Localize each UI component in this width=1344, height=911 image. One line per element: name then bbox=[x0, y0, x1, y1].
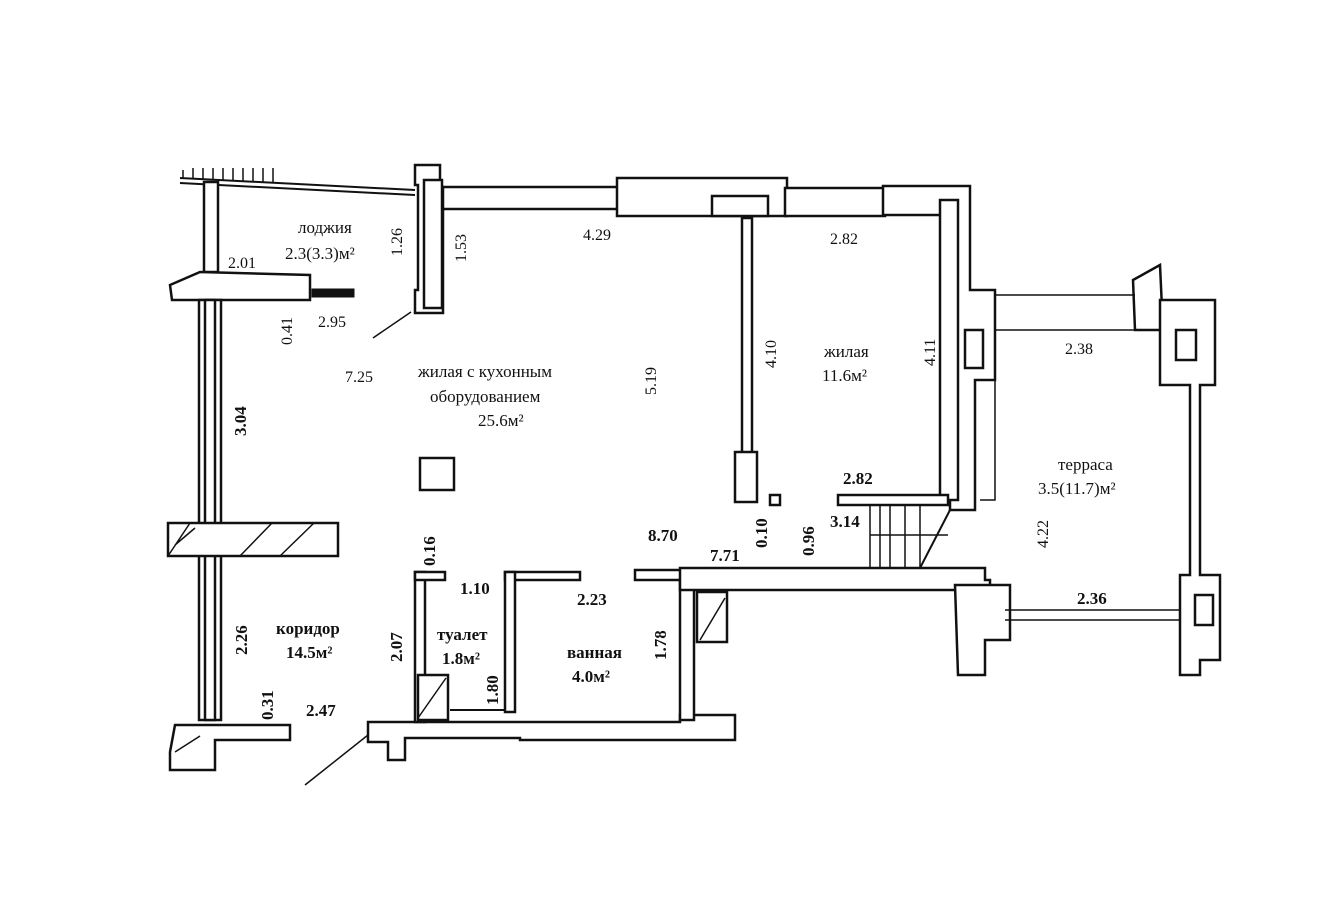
dim-0-41: 0.41 bbox=[279, 317, 296, 345]
toilet-area: 1.8м² bbox=[442, 649, 480, 668]
dim-0-31: 0.31 bbox=[258, 690, 277, 720]
bathroom-name: ванная bbox=[567, 643, 622, 662]
living-kitchen-name-line1: жилая с кухонным bbox=[417, 362, 552, 381]
living-name: жилая bbox=[823, 342, 869, 361]
terrace-name: терраса bbox=[1058, 455, 1113, 474]
dim-7-71: 7.71 bbox=[710, 546, 740, 565]
living-kitchen-name-line2: оборудованием bbox=[430, 387, 541, 406]
walls bbox=[166, 163, 1222, 786]
dim-1-10: 1.10 bbox=[460, 579, 490, 598]
living-kitchen-area: 25.6м² bbox=[478, 411, 524, 430]
dim-8-70: 8.70 bbox=[648, 526, 678, 545]
dim-3-14: 3.14 bbox=[830, 512, 860, 531]
loggia-name: лоджия bbox=[298, 218, 352, 237]
living-area: 11.6м² bbox=[822, 366, 867, 385]
room-labels: лоджия 2.3(3.3)м² жилая с кухонным обору… bbox=[276, 218, 1116, 686]
dim-3-04: 3.04 bbox=[231, 406, 250, 436]
dim-2-36: 2.36 bbox=[1077, 589, 1107, 608]
dim-5-19: 5.19 bbox=[643, 367, 660, 395]
dim-2-95: 2.95 bbox=[318, 314, 346, 331]
dim-0-10: 0.10 bbox=[752, 518, 771, 548]
dim-4-22: 4.22 bbox=[1035, 520, 1052, 548]
dim-2-26: 2.26 bbox=[232, 625, 251, 655]
corridor-name: коридор bbox=[276, 619, 340, 638]
terrace-area: 3.5(11.7)м² bbox=[1038, 479, 1116, 498]
dim-1-26: 1.26 bbox=[389, 228, 406, 256]
dim-0-16: 0.16 bbox=[420, 536, 439, 566]
corridor-area: 14.5м² bbox=[286, 643, 332, 662]
dimension-labels: 1.26 1.53 4.29 2.82 2.01 0.41 2.95 7.25 … bbox=[228, 227, 1107, 720]
dim-2-38: 2.38 bbox=[1065, 341, 1093, 358]
loggia-area: 2.3(3.3)м² bbox=[285, 244, 355, 263]
dim-4-10: 4.10 bbox=[763, 340, 780, 368]
dim-4-29: 4.29 bbox=[583, 227, 611, 244]
dim-7-25: 7.25 bbox=[345, 369, 373, 386]
bathroom-area: 4.0м² bbox=[572, 667, 610, 686]
dim-2-82-top: 2.82 bbox=[830, 231, 858, 248]
dim-1-80: 1.80 bbox=[483, 675, 502, 705]
dim-2-82-mid: 2.82 bbox=[843, 469, 873, 488]
dim-4-11: 4.11 bbox=[922, 339, 939, 366]
dim-2-01: 2.01 bbox=[228, 255, 256, 272]
dim-2-47: 2.47 bbox=[306, 701, 336, 720]
dim-2-23: 2.23 bbox=[577, 590, 607, 609]
dim-2-07: 2.07 bbox=[387, 632, 406, 662]
dim-1-53: 1.53 bbox=[453, 234, 470, 262]
toilet-name: туалет bbox=[437, 625, 488, 644]
dim-1-78: 1.78 bbox=[651, 630, 670, 660]
dim-0-96: 0.96 bbox=[799, 526, 818, 556]
